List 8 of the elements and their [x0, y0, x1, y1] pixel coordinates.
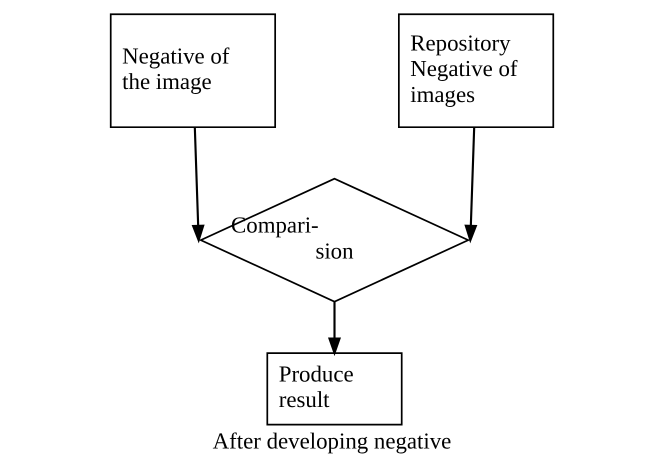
caption: After developing negative: [212, 428, 451, 454]
arrow: [191, 128, 204, 244]
arrow: [464, 128, 477, 244]
node-box: Produce result: [266, 352, 402, 426]
node-box: Repository Negative of images: [398, 13, 554, 128]
node-diamond: Compari- sion: [198, 178, 470, 303]
node-box: Negative of the image: [109, 13, 276, 128]
arrow: [327, 302, 341, 356]
